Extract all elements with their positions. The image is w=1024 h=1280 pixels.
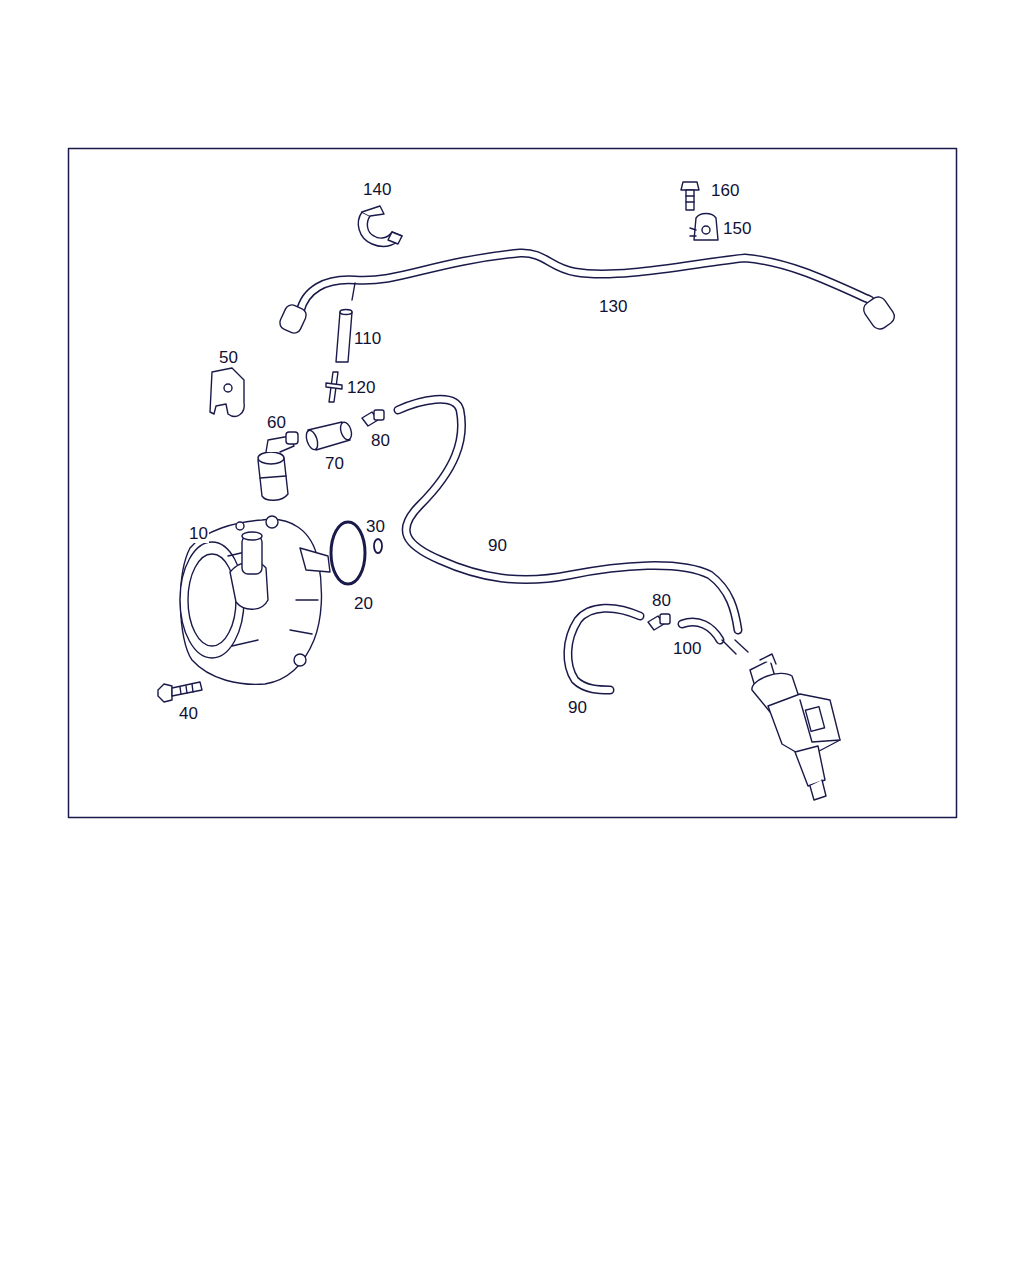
hose-90 [398, 399, 738, 690]
callout-number: 20 [353, 594, 374, 613]
hose-130 [278, 253, 898, 335]
clip-140 [358, 206, 402, 246]
callout-number: 70 [324, 454, 345, 473]
vacuum-pump-10 [180, 516, 330, 684]
callout-number: 30 [365, 517, 386, 536]
elbow-60 [258, 432, 298, 500]
hose-100 [682, 622, 720, 640]
callout-number: 10 [188, 524, 209, 543]
ring-30 [374, 539, 382, 553]
callout-number: 80 [370, 431, 391, 450]
tube-110 [336, 310, 352, 363]
callout-number: 160 [710, 181, 740, 200]
callout-number: 60 [266, 413, 287, 432]
callout-number: 50 [218, 348, 239, 367]
grommet-150 [690, 214, 718, 241]
bolt-160 [681, 182, 699, 210]
callout-number: 140 [362, 180, 392, 199]
callout-number: 40 [178, 704, 199, 723]
connector-120 [326, 372, 342, 402]
o-ring-20 [331, 522, 365, 584]
callout-number: 150 [722, 219, 752, 238]
callout-number: 110 [353, 329, 382, 348]
callout-number: 90 [567, 698, 588, 717]
callout-number: 130 [598, 297, 628, 316]
frame [69, 149, 957, 818]
bolt-40 [158, 682, 202, 702]
callout-number: 100 [672, 639, 702, 658]
bracket-50 [210, 368, 244, 416]
callout-number: 90 [487, 536, 508, 555]
callout-number: 120 [346, 378, 376, 397]
sleeve-70 [304, 421, 353, 451]
switchover-valve [722, 640, 840, 800]
callout-number: 80 [651, 591, 672, 610]
